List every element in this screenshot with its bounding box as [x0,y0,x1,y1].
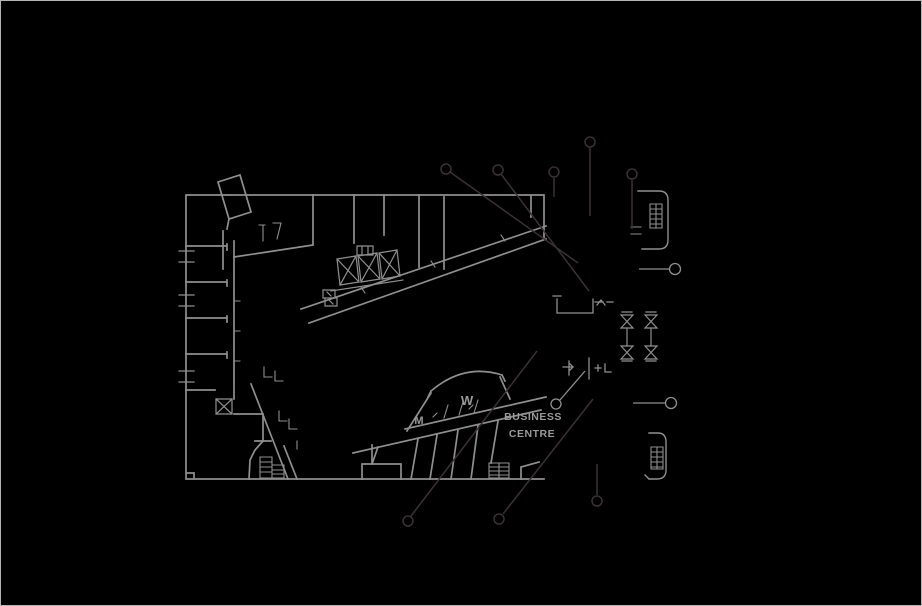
business-centre-label-line1: BUSINESS [504,411,562,423]
elevator-core [322,245,404,307]
lower-left-rooms [248,366,299,481]
plan-linework [178,173,669,481]
callout-circle [664,396,678,410]
corridor-walls [299,224,548,325]
stair-lower [644,432,667,480]
business-centre-label-line2: CENTRE [509,428,555,440]
callout-circle [492,164,504,176]
left-rooms [185,230,264,442]
door-assemblies [552,295,614,380]
callout-circle [550,398,562,410]
entry-vestibule [216,173,253,231]
gray-leader-lines [550,262,682,410]
callout-circle [440,163,452,175]
callout-circle [493,513,505,525]
callout-circle [548,166,560,178]
stair-upper [630,190,669,250]
dark-leader-lines [402,136,638,527]
bottom-wing [351,395,548,480]
restroom-block [405,370,512,433]
top-rooms [233,194,445,270]
restroom-w-label: W [461,393,474,408]
left-wall-openings [178,250,195,383]
callout-circle [668,262,682,276]
callout-circle [402,515,414,527]
callout-circle [591,495,603,507]
callout-circle [626,168,638,180]
hatched-box [488,462,510,479]
column-symbols [619,311,659,362]
plan-labels: BUSINESS CENTRE W M [414,393,561,440]
callout-circle [584,136,596,148]
door-x-symbol [215,398,233,415]
exterior-walls [185,194,545,480]
restroom-m-label: M [414,415,423,427]
